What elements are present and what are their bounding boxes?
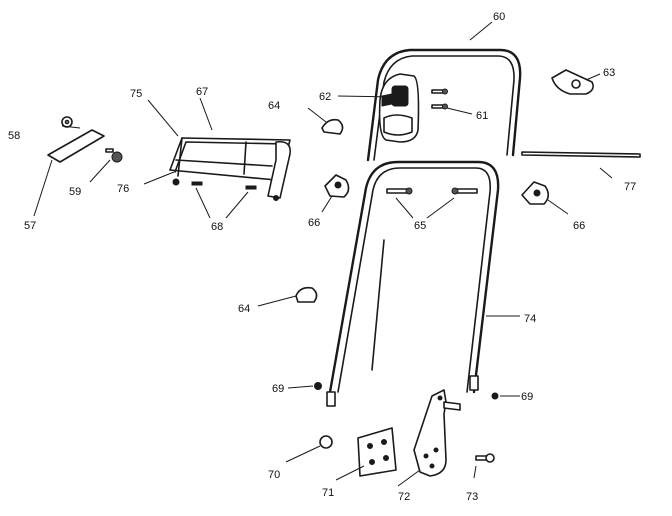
bracket-screw-part — [475, 453, 495, 463]
callout-76: 76 — [117, 183, 129, 195]
lower-handle-part — [326, 160, 500, 407]
callout-70: 70 — [268, 469, 280, 481]
switch-box-part — [378, 73, 420, 143]
lock-nut-part — [314, 382, 499, 400]
screw-part — [431, 88, 448, 110]
upper-handle-part — [366, 48, 522, 162]
nut-part — [61, 116, 73, 128]
callout-labels: 60 62 61 63 64 77 65 66 66 64 75 67 76 6… — [8, 11, 636, 503]
knob-part — [324, 174, 550, 205]
callout-69-right: 69 — [521, 391, 533, 403]
small-bolt-part — [105, 148, 123, 163]
callout-57: 57 — [24, 220, 36, 232]
bolt-part — [386, 187, 478, 195]
callout-64-lower: 64 — [238, 303, 250, 315]
callout-66-left: 66 — [308, 217, 320, 229]
callout-72: 72 — [398, 491, 410, 503]
callout-71: 71 — [322, 487, 334, 499]
callout-69-left: 69 — [272, 383, 284, 395]
callout-67: 67 — [196, 86, 208, 98]
callout-66-right: 66 — [573, 220, 585, 232]
bracket-part — [413, 389, 461, 477]
callout-59: 59 — [69, 186, 81, 198]
callout-74: 74 — [524, 313, 536, 325]
cable-guide-part — [551, 69, 594, 95]
callout-58: 58 — [8, 130, 20, 142]
callout-77: 77 — [624, 181, 636, 193]
bag-frame-part — [169, 137, 292, 201]
callout-64-upper: 64 — [268, 100, 280, 112]
callout-65: 65 — [414, 220, 426, 232]
callout-63: 63 — [603, 67, 615, 79]
leader-lines — [33, 21, 613, 487]
washer-part — [319, 435, 333, 449]
callout-73: 73 — [466, 491, 478, 503]
callout-61: 61 — [476, 110, 488, 122]
callout-60: 60 — [493, 11, 505, 23]
rod-part — [521, 151, 641, 158]
callout-68: 68 — [211, 221, 223, 233]
callout-75: 75 — [130, 88, 142, 100]
pin-part — [191, 181, 257, 190]
plate-part — [47, 129, 105, 163]
mounting-plate-part — [357, 427, 397, 477]
cable-clip-part — [295, 118, 344, 303]
callout-62: 62 — [319, 91, 331, 103]
